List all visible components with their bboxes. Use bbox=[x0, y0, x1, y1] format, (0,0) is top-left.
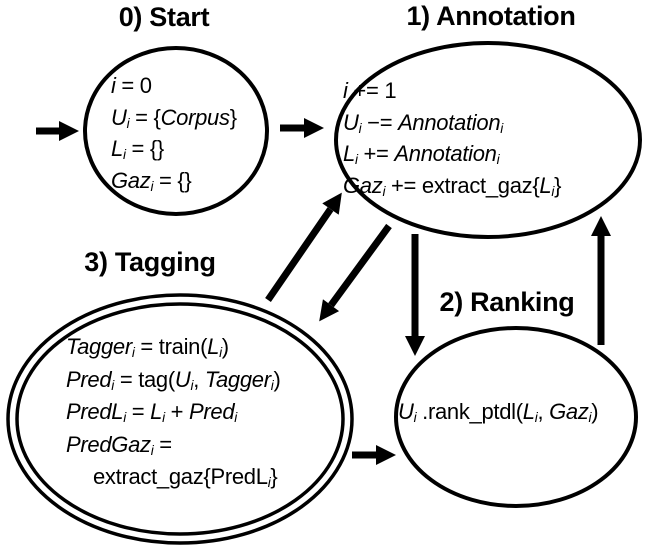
formula-line: PredLi = Li + Predi bbox=[66, 399, 238, 425]
formula-line: Ui −= Annotationi bbox=[343, 109, 503, 136]
formula-line: PredGazi = bbox=[66, 431, 172, 458]
formula-line: Li += Annotationi bbox=[343, 141, 500, 167]
formula-line: Gazi = {} bbox=[111, 167, 192, 194]
formula-line: extract_gaz{PredLi} bbox=[93, 464, 278, 490]
tagging-node-formulas: Taggeri = train(Li) Predi = tag(Ui, Tagg… bbox=[66, 331, 281, 494]
tagging-node-inner-ellipse bbox=[15, 302, 345, 536]
formula-line: Taggeri = train(Li) bbox=[66, 334, 229, 360]
annotation-node-formulas: i += 1 Ui −= Annotationi Li += Annotatio… bbox=[343, 75, 561, 201]
ranking-node-formulas: Ui .rank_ptdl(Li, Gazi) bbox=[398, 396, 599, 428]
arrow-annotation-to-tagging bbox=[319, 223, 392, 322]
start-node-title: 0) Start bbox=[118, 2, 210, 32]
formula-line: Ui .rank_ptdl(Li, Gazi) bbox=[398, 399, 599, 425]
start-node-formulas: i = 0 Ui = {Corpus} Li = {} Gazi = {} bbox=[111, 70, 237, 196]
formula-line: Gazi += extract_gaz{Li} bbox=[343, 172, 562, 199]
tagging-node-outer-ellipse bbox=[6, 293, 354, 545]
formula-line: Li = {} bbox=[111, 136, 164, 162]
ranking-node-title: 2) Ranking bbox=[439, 287, 575, 317]
arrow-tagging-to-annotation bbox=[265, 192, 342, 302]
ranking-node-ellipse bbox=[394, 326, 638, 508]
start-node-ellipse bbox=[83, 46, 269, 216]
formula-line: i += 1 bbox=[343, 78, 397, 103]
annotation-node-ellipse bbox=[334, 41, 642, 239]
formula-line: i = 0 bbox=[111, 73, 152, 98]
tagging-node-title: 3) Tagging bbox=[84, 247, 216, 277]
formula-line: Ui = {Corpus} bbox=[111, 104, 237, 131]
formula-line: Predi = tag(Ui, Taggeri) bbox=[66, 366, 281, 393]
annotation-node-title: 1) Annotation bbox=[406, 1, 576, 31]
